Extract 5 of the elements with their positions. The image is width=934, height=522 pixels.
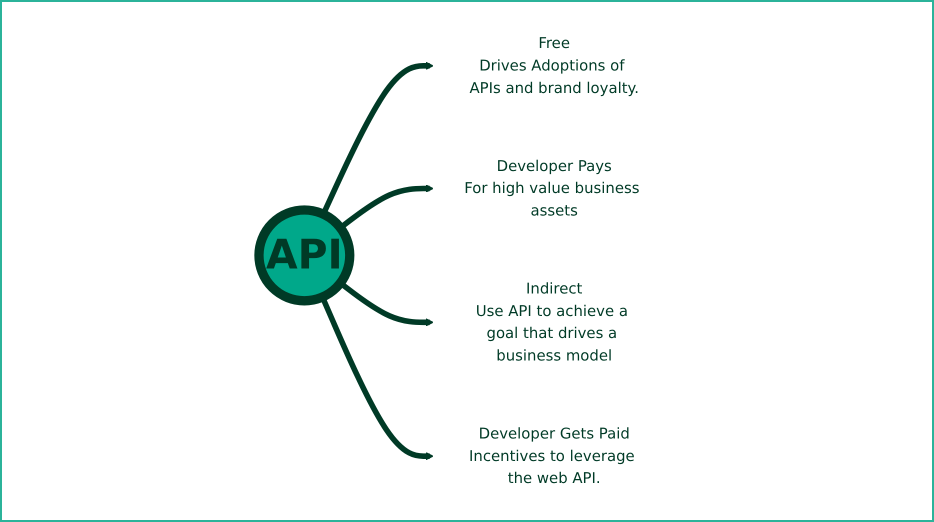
node-text: Free Drives Adoptions of APIs and brand loyalty.	[469, 34, 639, 96]
node-text: Developer Pays For high value business assets	[464, 156, 640, 220]
node-text: Indirect Use API to achieve a goal that drives a business model	[476, 280, 628, 364]
node-circle: API	[254, 205, 354, 306]
node-text: Developer Gets Paid Incentives to leverage the web API.	[469, 424, 635, 487]
